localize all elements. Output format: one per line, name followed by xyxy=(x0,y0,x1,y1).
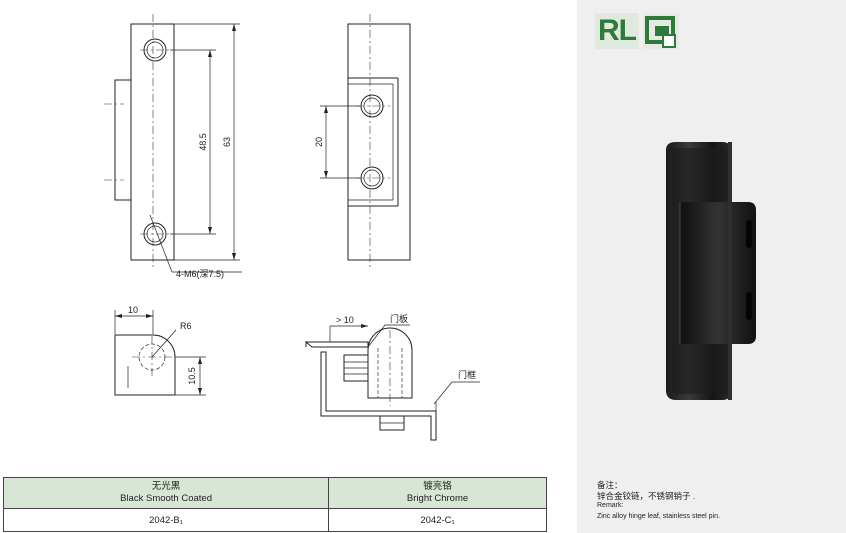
finish-header-chrome-en: Bright Chrome xyxy=(406,493,469,504)
remark-en-text: Zinc alloy hinge leaf, stainless steel p… xyxy=(597,512,720,520)
dim-10-top: 10 xyxy=(128,305,138,315)
label-door-frame: 门框 xyxy=(458,369,476,380)
label-door-panel: 门板 xyxy=(390,313,408,324)
top-view: 10 R6 10.5 xyxy=(114,305,206,396)
finish-header-chrome-cn: 镀亮铬 xyxy=(423,481,452,492)
finish-header-black: 无光黑 Black Smooth Coated xyxy=(2,477,330,509)
code-chrome: 2042-C₁ xyxy=(328,508,547,532)
drawing-svg: 48.5 63 4-M6(深7.5) 20 xyxy=(104,14,480,441)
logo-text: RL xyxy=(595,13,639,49)
remark-en-title: Remark: xyxy=(597,502,624,509)
finish-header-black-cn: 无光黑 xyxy=(151,481,181,492)
product-photo xyxy=(666,142,756,400)
dim-48-5: 48.5 xyxy=(198,133,208,151)
code-black: 2042-B₁ xyxy=(2,508,330,532)
finish-table: 无光黑 Black Smooth Coated 镀亮铬 Bright Chrom… xyxy=(2,477,547,532)
front-view: 48.5 63 4-M6(深7.5) xyxy=(104,14,242,279)
installation-view: > 10 门板 门框 xyxy=(304,313,480,441)
finish-header-black-en: Black Smooth Coated xyxy=(120,493,212,504)
dim-r6: R6 xyxy=(180,321,192,331)
product-panel: RL xyxy=(577,0,846,533)
dim-20: 20 xyxy=(314,137,324,147)
brand-logo: RL xyxy=(595,12,679,50)
logo-mark-icon xyxy=(643,13,679,49)
remark-cn-text: 锌合金铰链，不锈钢销子 . xyxy=(597,490,696,501)
table-row: 2042-B₁ 2042-C₁ xyxy=(2,508,547,532)
finish-header-chrome: 镀亮铬 Bright Chrome xyxy=(328,477,547,509)
side-view: 20 xyxy=(314,14,411,270)
dim-10-5: 10.5 xyxy=(187,367,197,385)
dim-63: 63 xyxy=(222,137,232,147)
remarks: 备注： 锌合金铰链，不锈钢销子 . Remark: Zinc alloy hin… xyxy=(597,480,720,522)
dim-gt10: > 10 xyxy=(336,315,354,325)
remark-cn-title: 备注： xyxy=(597,480,623,490)
hole-callout: 4-M6(深7.5) xyxy=(176,269,224,279)
technical-drawing: 48.5 63 4-M6(深7.5) 20 xyxy=(104,14,480,441)
